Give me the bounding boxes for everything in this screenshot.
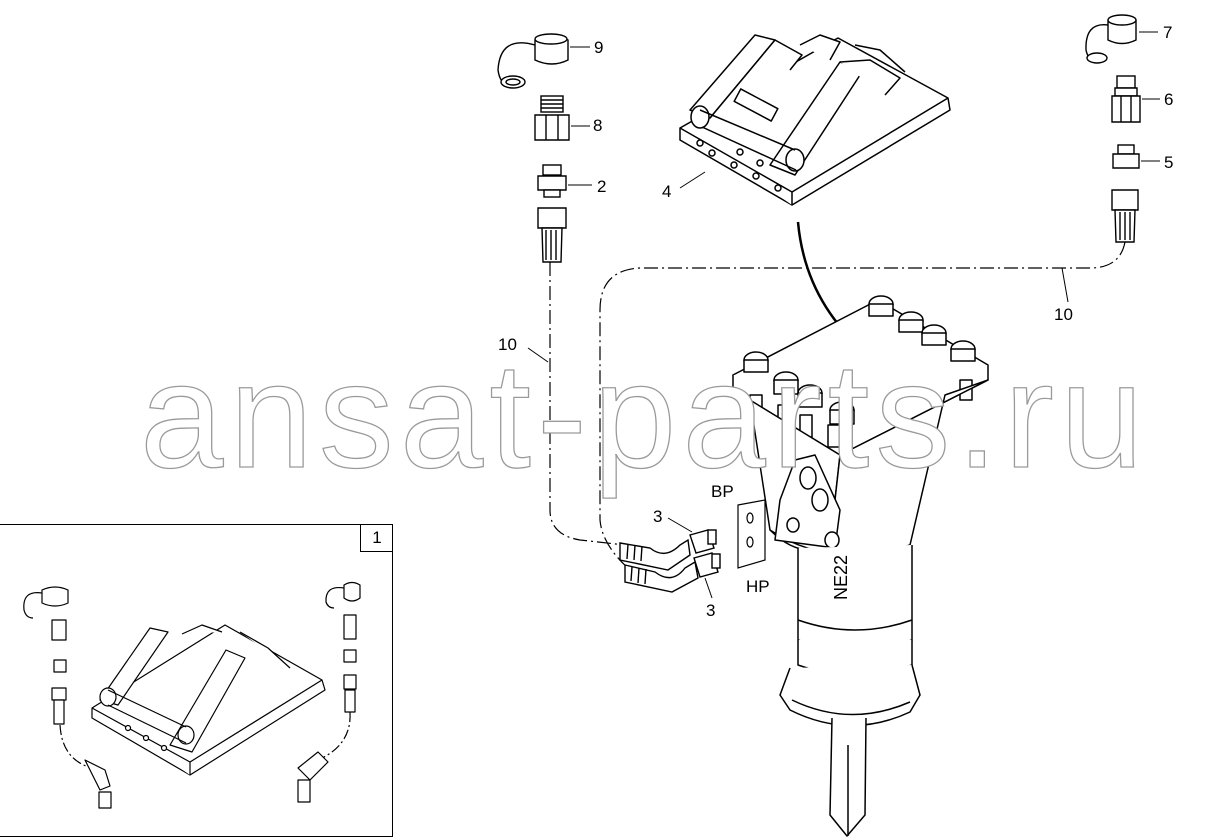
port-label-bp: BP xyxy=(711,482,734,501)
callout-4: 4 xyxy=(662,182,672,201)
port-adapter-3 xyxy=(689,529,721,578)
quick-coupling-6 xyxy=(1111,75,1141,123)
callout-9: 9 xyxy=(594,38,604,57)
port-marking-plate xyxy=(737,499,766,569)
callout-6: 6 xyxy=(1164,90,1174,109)
hose-end-right xyxy=(1111,189,1139,243)
adapter-5 xyxy=(1112,144,1140,169)
hose-right xyxy=(599,241,1126,571)
callout-2: 2 xyxy=(597,177,607,196)
quick-coupling-8 xyxy=(534,95,570,141)
hose-left xyxy=(549,262,626,546)
hose-end-left xyxy=(537,207,567,263)
inset-frame xyxy=(0,524,393,837)
plate-bolts xyxy=(743,295,976,448)
model-marking: NE22 xyxy=(831,554,851,600)
hose-lines xyxy=(549,241,1126,571)
callout-10-right: 10 xyxy=(1054,305,1073,324)
inset-assembly xyxy=(23,581,361,809)
callout-1: 1 xyxy=(360,524,393,552)
mounting-bracket-4 xyxy=(679,34,951,206)
port-label-hp: HP xyxy=(746,577,770,596)
dust-cap-9 xyxy=(497,33,569,89)
callout-3-upper: 3 xyxy=(653,507,663,526)
callout-5: 5 xyxy=(1164,153,1174,172)
callout-3-lower: 3 xyxy=(706,601,716,620)
callout-10-left: 10 xyxy=(498,335,517,354)
adapter-2 xyxy=(537,164,567,198)
callout-8: 8 xyxy=(593,116,603,135)
hydraulic-breaker xyxy=(732,295,989,837)
callout-7: 7 xyxy=(1163,23,1173,42)
elbow-fittings xyxy=(619,538,699,593)
dust-cap-7 xyxy=(1085,14,1137,64)
